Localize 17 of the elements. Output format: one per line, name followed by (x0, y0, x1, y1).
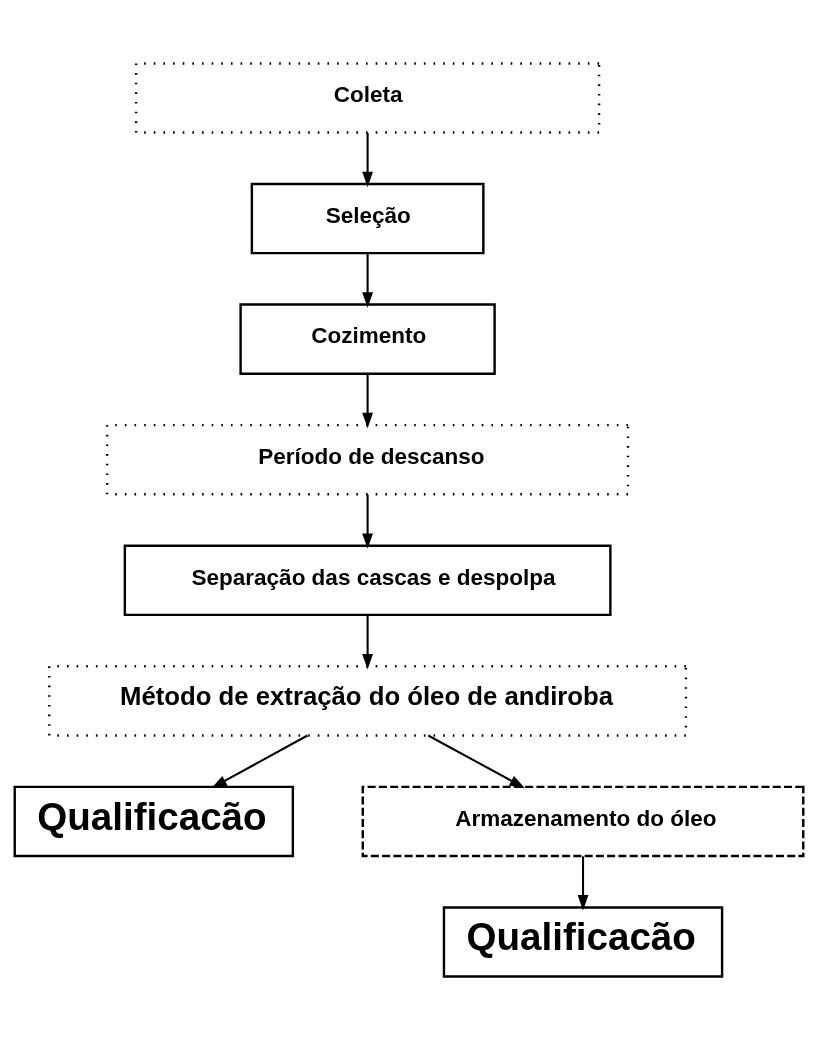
node-box: Período de descanso (105, 423, 630, 496)
arrow (362, 374, 373, 429)
arrow (362, 615, 373, 670)
arrow (362, 132, 373, 188)
arrow (427, 734, 525, 789)
arrow (362, 494, 373, 549)
node-box: Cozimento (239, 303, 496, 375)
node-box: Qualificacão (442, 906, 724, 978)
arrow (577, 856, 589, 911)
arrow (362, 253, 373, 308)
node-box: Coleta (134, 62, 601, 134)
node-box: Separação das cascas e despolpa (123, 544, 612, 617)
node-box: Seleção (250, 182, 485, 255)
node-box: Método de extração do óleo de andiroba (48, 665, 688, 737)
node-box: Armazenamento do óleo (361, 785, 805, 858)
node-box: Qualificacão (13, 785, 295, 858)
arrow (211, 734, 308, 789)
